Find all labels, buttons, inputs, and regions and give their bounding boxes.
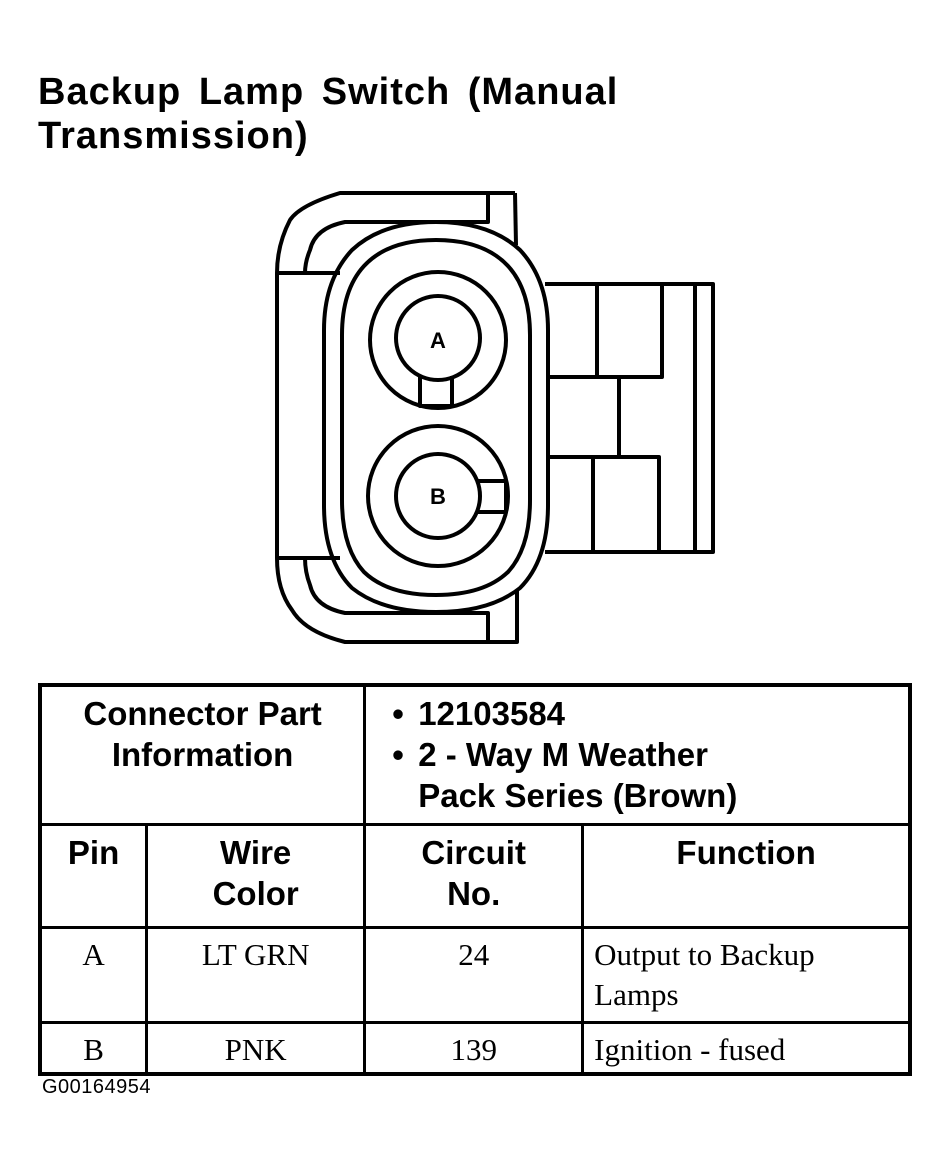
table-row: B PNK 139 Ignition - fused: [38, 1021, 912, 1076]
bottom-tab: [303, 557, 490, 642]
cell-wire-color: PNK: [145, 1021, 367, 1076]
pin-a-label: A: [430, 328, 446, 353]
figure-id: G00164954: [42, 1076, 152, 1098]
header-wire-color: Wire Color: [145, 823, 367, 929]
cell-pin: B: [38, 1021, 149, 1076]
header-pin: Pin: [38, 823, 149, 929]
pin-b-key: [478, 479, 508, 514]
part-info-values: •12103584 •2 - Way M Weather Pack Series…: [363, 683, 912, 826]
connector-info-table: Connector Part Information •12103584 •2 …: [38, 683, 912, 1076]
cell-pin: A: [38, 926, 149, 1024]
housing-outline: [275, 191, 519, 644]
right-block-outline: [545, 282, 715, 554]
pin-a-inner-ring: [394, 294, 482, 382]
cell-function: Output to Backup Lamps: [581, 926, 912, 1024]
part-info-label: Connector Part Information: [38, 683, 367, 826]
diagram-title: Backup Lamp Switch (Manual Transmission): [38, 70, 738, 158]
part-info-row: Connector Part Information •12103584 •2 …: [38, 683, 912, 826]
column-header-row: Pin Wire Color Circuit No. Function: [38, 823, 912, 929]
pin-a-key: [418, 376, 454, 408]
pin-b-label: B: [430, 484, 446, 509]
cell-circuit-no: 139: [363, 1021, 585, 1076]
cell-wire-color: LT GRN: [145, 926, 367, 1024]
table-row: A LT GRN 24 Output to Backup Lamps: [38, 926, 912, 1024]
part-description: •2 - Way M Weather: [392, 736, 708, 773]
cell-function: Ignition - fused: [581, 1021, 912, 1076]
part-number: •12103584: [392, 695, 566, 732]
outer-oval: [322, 220, 550, 614]
header-circuit-no: Circuit No.: [363, 823, 585, 929]
title-line-2: Transmission): [38, 115, 309, 157]
cell-circuit-no: 24: [363, 926, 585, 1024]
top-tab: [303, 193, 490, 274]
bullet-icon: •: [392, 695, 404, 732]
pin-b-inner-ring: [394, 452, 482, 540]
bullet-icon: •: [392, 736, 404, 773]
title-line-1: Backup Lamp Switch (Manual: [38, 71, 619, 113]
connector-face-diagram: A B: [275, 191, 715, 644]
inner-oval: [340, 238, 532, 597]
housing-right-edge-top: [513, 192, 518, 246]
header-function: Function: [581, 823, 912, 929]
